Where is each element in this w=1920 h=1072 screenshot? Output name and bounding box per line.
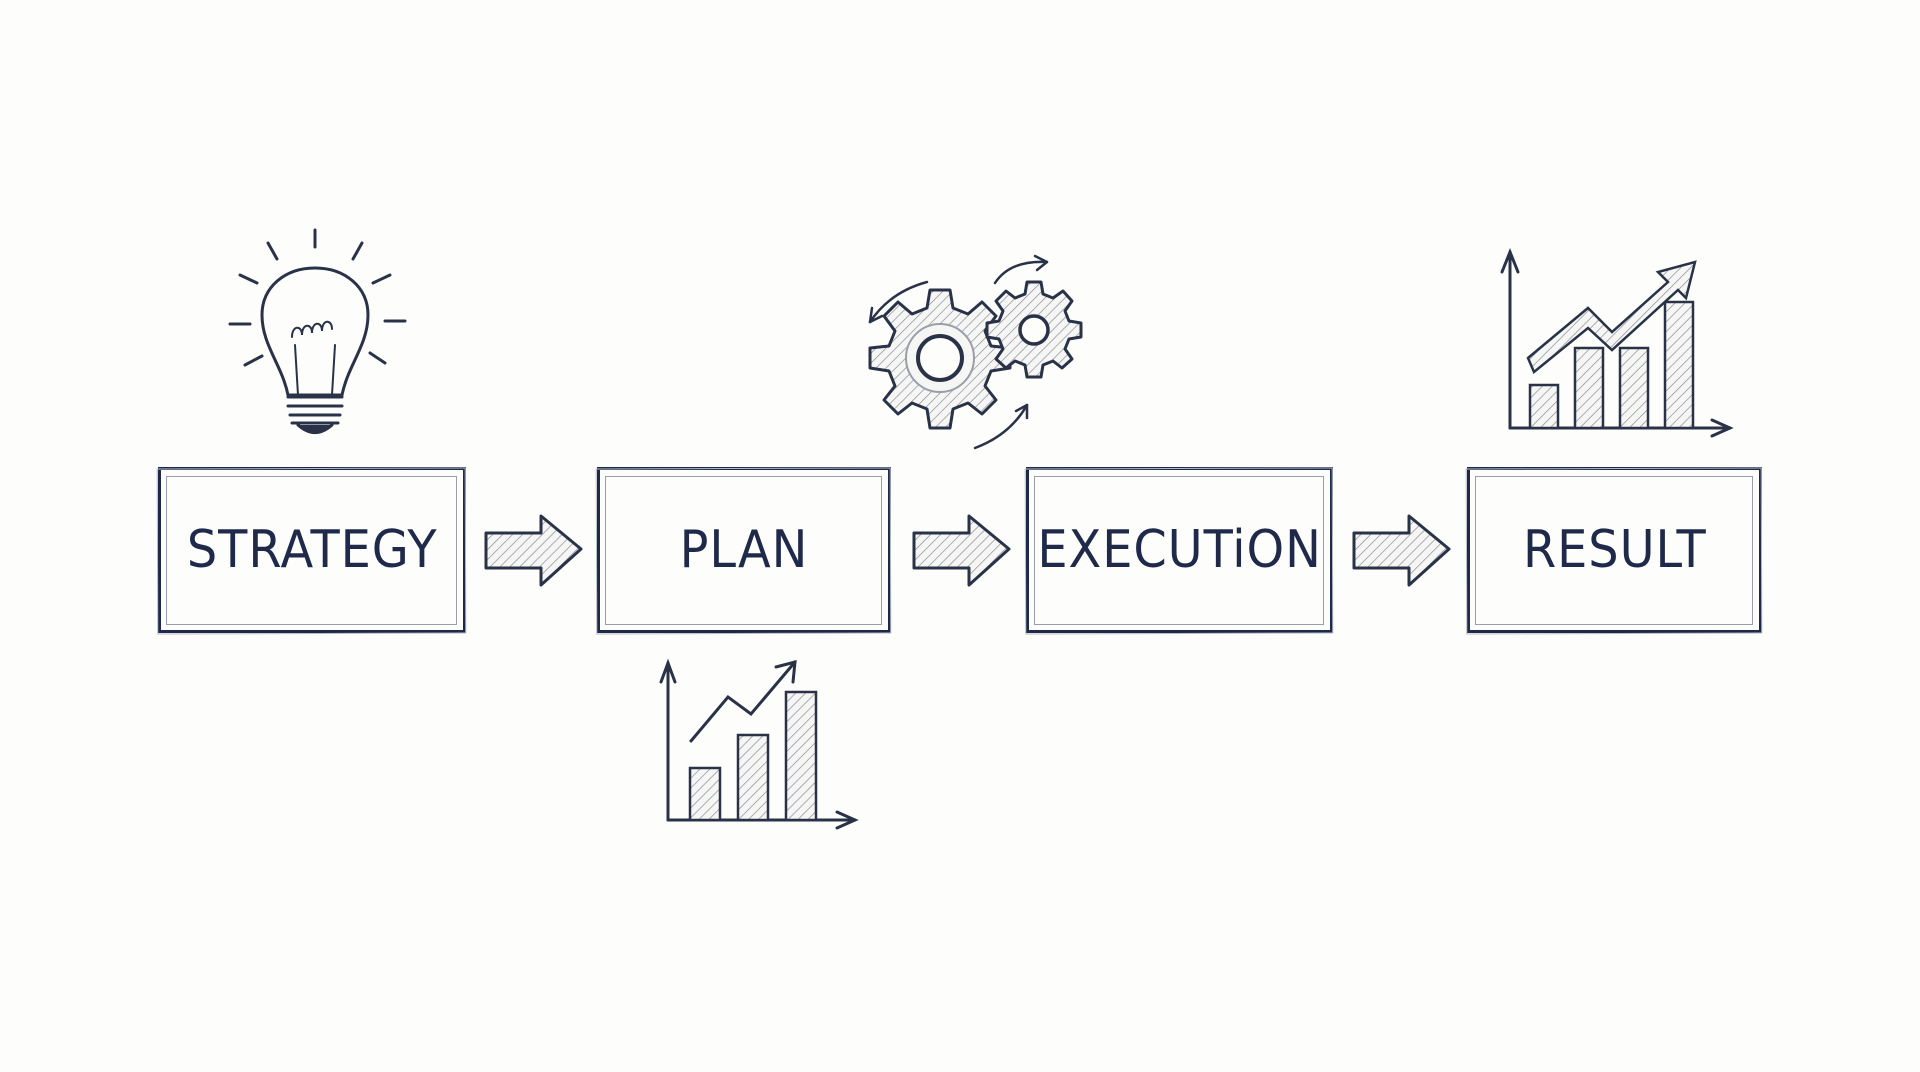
bar-chart-trend-icon (659, 658, 859, 830)
gears-icon (868, 254, 1083, 450)
step-label-strategy: STRATEGY (186, 520, 438, 580)
step-box-plan: PLAN (597, 467, 891, 633)
arrow-right-icon (484, 514, 583, 587)
growth-chart-icon (1500, 247, 1734, 438)
step-label-result: RESULT (1522, 520, 1707, 580)
step-box-execution: EXECUTiON (1026, 467, 1333, 633)
step-label-plan: PLAN (679, 520, 809, 580)
step-label-execution: EXECUTiON (1037, 520, 1322, 580)
lightbulb-icon (228, 228, 407, 434)
arrow-right-icon (912, 514, 1011, 587)
step-box-result: RESULT (1467, 467, 1762, 633)
arrow-right-icon (1352, 514, 1451, 587)
step-box-strategy: STRATEGY (158, 467, 466, 633)
